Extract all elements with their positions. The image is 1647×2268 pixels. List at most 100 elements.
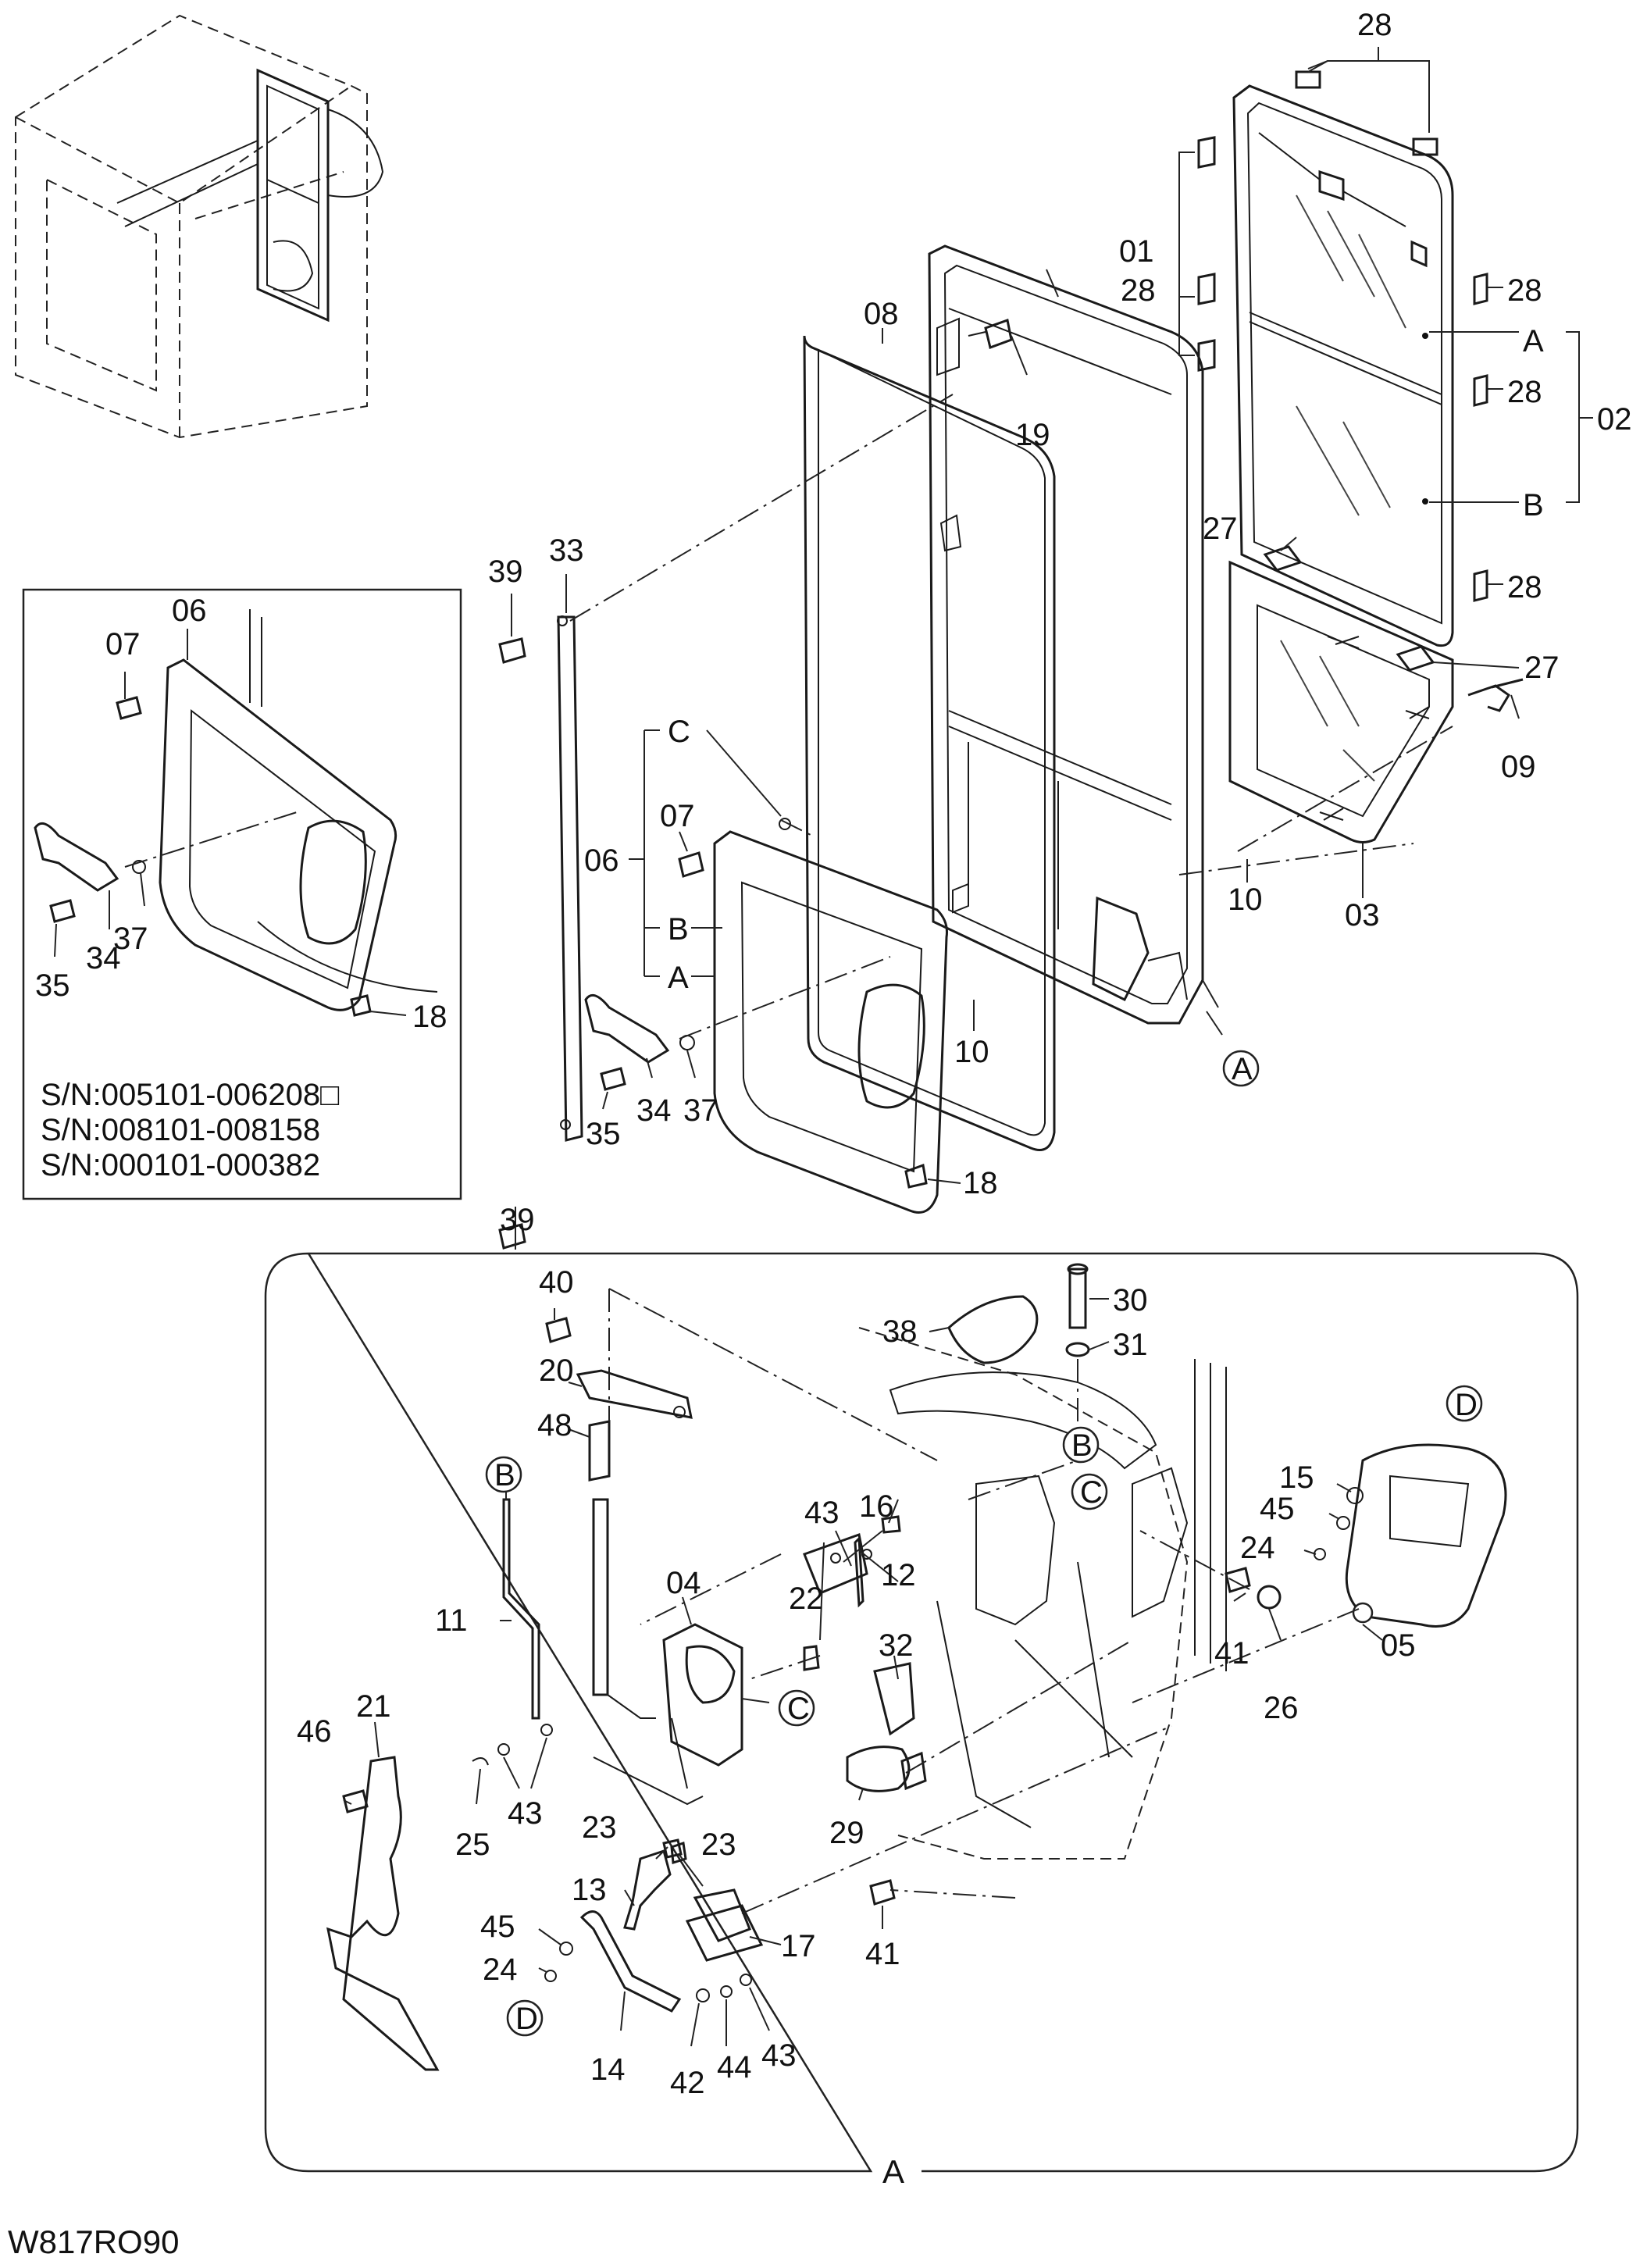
label-35-inset: 35: [35, 968, 70, 1003]
callout-d-circle-left: [506, 1999, 544, 2037]
callout-circles: [485, 1050, 1483, 2037]
callout-c-circle-left: [778, 1689, 815, 1727]
label-28-top: 28: [1357, 8, 1392, 42]
label-07-inset: 07: [105, 627, 141, 662]
label-19: 19: [1015, 418, 1050, 452]
alignment-lines: [124, 394, 1453, 1040]
label-41-right: 41: [1214, 1636, 1250, 1671]
part-labels: 28 01 28 28 08 A 28 02 19 B 33 27 39 28 …: [8, 8, 1632, 2260]
label-detail-a: A: [882, 2153, 904, 2190]
label-glass-a: A: [1523, 324, 1544, 358]
glass-b-marker: [1422, 498, 1428, 505]
label-41-bottom: 41: [865, 1937, 900, 1971]
label-inner-b: B: [668, 912, 689, 947]
label-09: 09: [1501, 750, 1536, 784]
label-43-bottom: 43: [761, 2038, 797, 2073]
cab-overview: [15, 14, 384, 439]
drawing-code: W817RO90: [8, 2223, 179, 2260]
label-29: 29: [829, 1816, 864, 1850]
label-43-top: 43: [804, 1496, 840, 1530]
label-33: 33: [549, 533, 584, 568]
serial-number-1: S/N:005101-006208□: [41, 1078, 339, 1112]
label-04: 04: [666, 1566, 701, 1600]
callout-c-letter-right: C: [1080, 1475, 1103, 1510]
label-28-right-3: 28: [1507, 570, 1542, 604]
label-15: 15: [1279, 1460, 1314, 1495]
callout-d-letter-right: D: [1455, 1388, 1478, 1422]
label-46: 46: [297, 1714, 332, 1749]
label-14: 14: [590, 2052, 626, 2087]
callout-d-circle-right: [1446, 1385, 1483, 1422]
label-39-top: 39: [488, 555, 523, 589]
label-06-inset: 06: [172, 594, 207, 628]
label-16: 16: [859, 1489, 894, 1524]
glass-a-marker: [1422, 333, 1428, 339]
label-06-mid: 06: [584, 843, 619, 878]
label-07-mid: 07: [660, 799, 695, 833]
inset-variant-box: [22, 588, 462, 1200]
callout-a-circle: [1222, 1050, 1260, 1087]
label-28-right-1: 28: [1507, 273, 1542, 308]
label-37-inset: 37: [113, 922, 148, 956]
label-13: 13: [572, 1873, 607, 1907]
label-10-mid: 10: [954, 1035, 989, 1069]
rod-33: [498, 615, 583, 1250]
label-45-right: 45: [1260, 1492, 1295, 1526]
callout-b-circle-left: [485, 1456, 522, 1493]
callout-a-letter: A: [1232, 1052, 1253, 1086]
label-24-left: 24: [483, 1952, 518, 1987]
label-glass-b: B: [1523, 488, 1544, 522]
label-25: 25: [455, 1828, 490, 1862]
label-18-inset: 18: [412, 1000, 447, 1034]
label-22: 22: [789, 1582, 824, 1616]
lower-glass-03: [1228, 560, 1524, 843]
serial-number-3: S/N:000101-000382: [41, 1148, 320, 1182]
glass-frame-02: [1197, 70, 1488, 672]
leader-lines: [54, 47, 1593, 2047]
label-30: 30: [1113, 1283, 1148, 1318]
label-35-mid: 35: [586, 1117, 621, 1151]
label-37-mid: 37: [683, 1093, 718, 1128]
detail-a-box: [264, 1252, 1579, 2173]
label-inner-c: C: [668, 715, 690, 749]
label-28-right-2: 28: [1507, 375, 1542, 409]
label-17: 17: [781, 1929, 816, 1963]
label-27-left: 27: [1203, 512, 1238, 546]
label-01: 01: [1119, 234, 1154, 269]
label-24-right: 24: [1240, 1531, 1275, 1565]
label-42: 42: [670, 2066, 705, 2100]
label-11: 11: [435, 1603, 468, 1638]
label-32: 32: [879, 1628, 914, 1663]
label-23-right: 23: [701, 1828, 736, 1862]
serial-number-2: S/N:008101-008158: [41, 1113, 320, 1147]
label-inner-a: A: [668, 961, 689, 995]
label-20: 20: [539, 1353, 574, 1388]
label-48: 48: [537, 1408, 572, 1442]
label-34-inset: 34: [86, 941, 121, 975]
callout-c-letter-left: C: [787, 1692, 810, 1726]
label-39-bottom: 39: [500, 1203, 535, 1237]
label-44: 44: [717, 2050, 752, 2084]
label-08: 08: [864, 297, 899, 331]
callout-c-circle-right: [1071, 1473, 1108, 1510]
label-26: 26: [1264, 1691, 1299, 1725]
label-02: 02: [1597, 402, 1632, 437]
label-28-left: 28: [1121, 273, 1156, 308]
inner-panel-06: [584, 818, 948, 1214]
label-05: 05: [1381, 1628, 1416, 1663]
label-40: 40: [539, 1265, 574, 1300]
label-10-right: 10: [1228, 883, 1263, 917]
label-45-left: 45: [480, 1910, 515, 1944]
callout-b-circle-right: [1062, 1426, 1100, 1464]
door-seal-08: [803, 335, 1056, 1151]
label-27-right: 27: [1524, 651, 1560, 685]
door-frame-01: [928, 244, 1219, 1025]
callout-d-letter-left: D: [515, 2002, 538, 2036]
callout-b-letter-left: B: [494, 1458, 515, 1492]
callout-b-letter-right: B: [1071, 1428, 1093, 1463]
label-03: 03: [1345, 898, 1380, 933]
label-34-mid: 34: [636, 1093, 672, 1128]
label-12: 12: [881, 1558, 916, 1592]
detail-a-contents: [326, 1263, 1507, 2071]
